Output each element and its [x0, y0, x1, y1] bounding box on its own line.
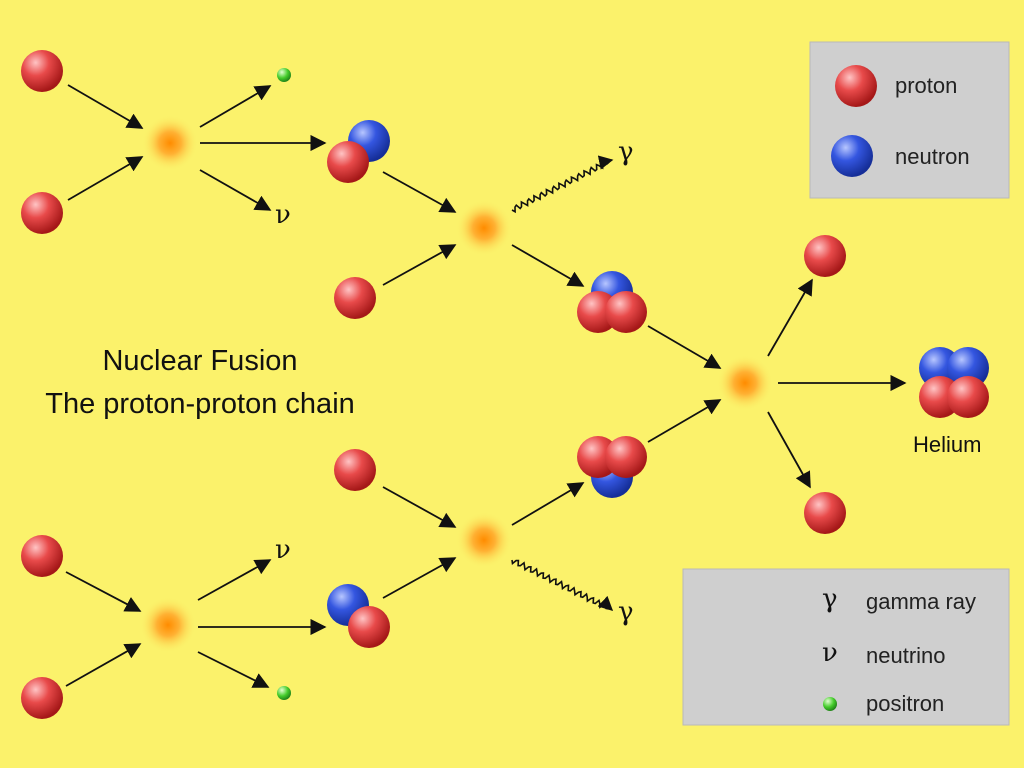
- legend-positron-icon: [823, 697, 837, 711]
- arrow: [67, 84, 144, 129]
- legend-particles-box: [809, 41, 1010, 199]
- legend-neutron-icon: [831, 135, 873, 177]
- title-line-2: The proton-proton chain: [45, 388, 355, 420]
- proton: [947, 376, 989, 418]
- neutron: [947, 347, 989, 389]
- gamma-wave: [511, 559, 614, 611]
- gamma-symbol: γ: [618, 597, 634, 627]
- arrow: [199, 169, 272, 211]
- legend-gamma-label: gamma ray: [866, 589, 977, 614]
- legend-neutrino-symbol: ν: [822, 638, 838, 668]
- arrow: [65, 571, 142, 612]
- reaction-arrows: [65, 84, 907, 688]
- proton: [348, 606, 390, 648]
- arrow: [767, 411, 811, 489]
- arrow: [67, 156, 144, 201]
- legend-positron-label: positron: [866, 691, 945, 716]
- arrow: [511, 244, 585, 287]
- proton: [21, 677, 63, 719]
- gamma-wave: [511, 155, 614, 214]
- arrow: [382, 486, 457, 528]
- neutrino-symbol: ν: [275, 200, 291, 230]
- proton: [804, 235, 846, 277]
- fusion-flash-4: [456, 512, 512, 568]
- fusion-flash-3: [717, 355, 773, 411]
- arrow: [65, 643, 142, 687]
- helium-label: Helium: [913, 432, 982, 457]
- neutrino-symbol: ν: [275, 535, 291, 565]
- proton: [334, 449, 376, 491]
- legend-neutron-label: neutron: [895, 144, 970, 169]
- gamma-symbol: γ: [618, 137, 634, 167]
- arrow: [382, 171, 457, 213]
- proton: [21, 192, 63, 234]
- arrow: [197, 651, 270, 688]
- legend-proton-label: proton: [895, 73, 958, 98]
- positron: [277, 68, 291, 82]
- proton: [334, 277, 376, 319]
- proton: [21, 50, 63, 92]
- legend-proton-icon: [835, 65, 877, 107]
- arrow: [511, 482, 585, 526]
- title-line-1: Nuclear Fusion: [102, 345, 298, 377]
- proton: [605, 291, 647, 333]
- particles: [21, 50, 989, 719]
- proton: [327, 141, 369, 183]
- positron: [277, 686, 291, 700]
- arrow: [197, 559, 272, 601]
- fusion-flash-2: [456, 200, 512, 256]
- legend-neutrino-label: neutrino: [866, 643, 946, 668]
- proton: [605, 436, 647, 478]
- legend-emissions-box: [682, 568, 1010, 726]
- legend-gamma-symbol: γ: [822, 584, 838, 614]
- arrow: [767, 278, 813, 357]
- arrow: [382, 557, 457, 599]
- arrow: [647, 325, 722, 369]
- arrow: [199, 85, 272, 128]
- proton: [21, 535, 63, 577]
- fusion-flash-5: [140, 597, 196, 653]
- arrow: [647, 399, 722, 443]
- arrow: [382, 244, 457, 286]
- proton: [804, 492, 846, 534]
- fusion-flash-1: [142, 115, 198, 171]
